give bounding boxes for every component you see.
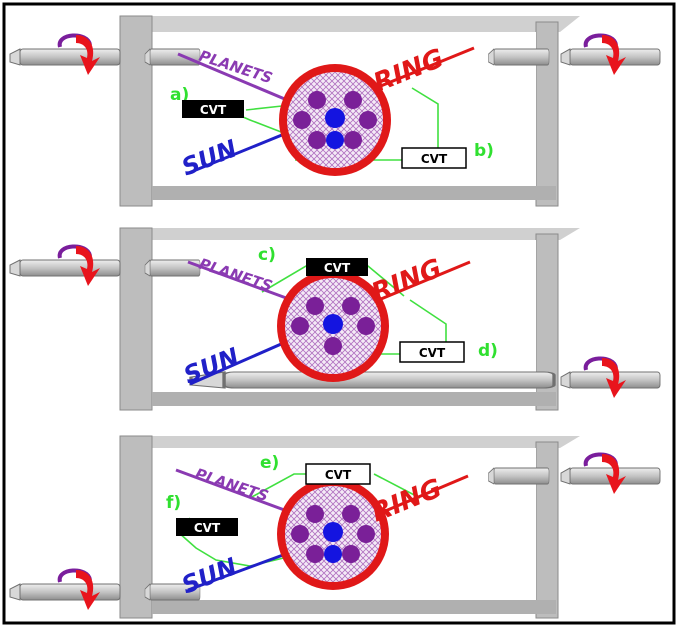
svg-text:CVT: CVT xyxy=(325,468,352,482)
cvt-box-e: CVT xyxy=(305,463,371,485)
cvt-box-c: CVT xyxy=(306,258,368,276)
letter-c: c) xyxy=(258,245,276,265)
svg-text:CVT: CVT xyxy=(421,152,448,166)
cvt-box-d: CVT xyxy=(399,341,465,363)
svg-text:CVT: CVT xyxy=(200,103,227,117)
panel-bottom: PLANETS RING SUN e) f) CVT CVT xyxy=(9,435,661,619)
cvt-box-f: CVT xyxy=(176,518,238,536)
letter-f: f) xyxy=(166,493,181,513)
planetary-gearset xyxy=(277,270,389,382)
planetary-gearset xyxy=(279,64,391,176)
cvt-box-b: CVT xyxy=(401,147,467,169)
letter-d: d) xyxy=(478,341,498,361)
svg-text:CVT: CVT xyxy=(324,261,351,275)
planetary-gearset xyxy=(277,478,389,590)
panel-middle: PLANETS RING SUN c) d) CVT CVT xyxy=(9,227,661,411)
letter-e: e) xyxy=(260,453,279,473)
letter-b: b) xyxy=(474,141,494,161)
panel-top: PLANETS RING SUN a) b) CVT CVT xyxy=(9,15,661,207)
svg-text:CVT: CVT xyxy=(194,521,221,535)
cvt-box-a: CVT xyxy=(182,100,244,118)
ring-line xyxy=(365,46,475,94)
svg-text:CVT: CVT xyxy=(419,346,446,360)
